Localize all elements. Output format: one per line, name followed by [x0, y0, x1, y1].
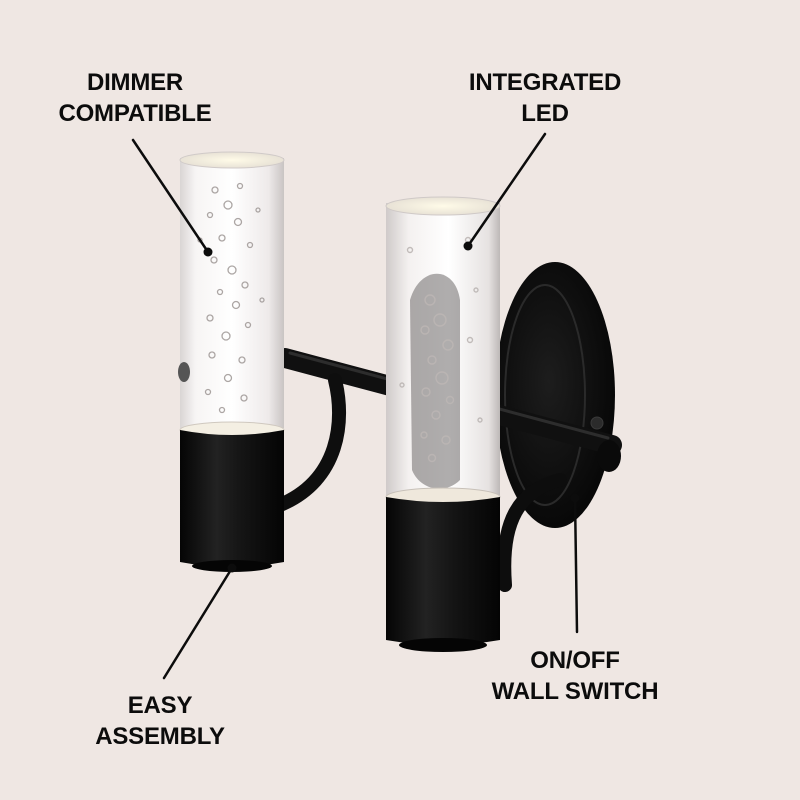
callout-integrated-led: INTEGRATED LED [445, 67, 645, 129]
callout-switch-line2: WALL SWITCH [491, 678, 659, 705]
callout-dimmer-line2: COMPATIBLE [58, 100, 212, 127]
callout-dimmer-compatible: DIMMER COMPATIBLE [40, 67, 230, 129]
callout-line-dimmer [131, 138, 210, 254]
callout-line-led [466, 132, 547, 248]
callout-line-easy [162, 566, 234, 680]
right-lamp [385, 196, 501, 652]
callout-led-line2: LED [521, 100, 569, 127]
left-lamp [178, 151, 285, 572]
callout-easy-assembly: EASY ASSEMBLY [75, 690, 245, 752]
callout-dot-led [463, 241, 473, 251]
callout-dot-easy [227, 563, 237, 573]
callout-line-switch [573, 496, 579, 634]
callout-dot-switch [570, 493, 580, 503]
wall-backplate [495, 262, 615, 528]
callout-wall-switch: ON/OFF WALL SWITCH [470, 645, 680, 707]
callout-led-line1: INTEGRATED [468, 69, 622, 96]
callout-easy-line1: EASY [127, 692, 193, 719]
callout-dot-dimmer [203, 247, 213, 257]
callout-easy-line2: ASSEMBLY [95, 723, 225, 750]
callout-switch-line1: ON/OFF [530, 647, 620, 674]
callout-dimmer-line1: DIMMER [86, 69, 184, 96]
